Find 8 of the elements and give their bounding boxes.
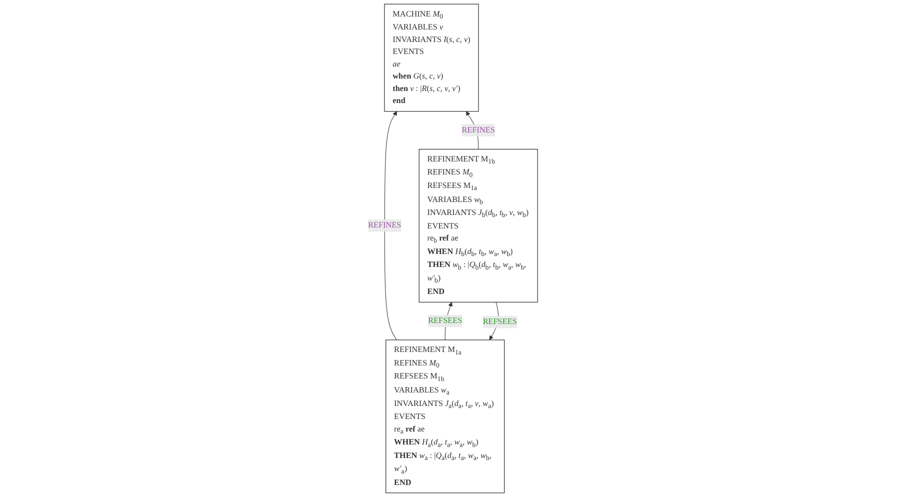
node-box: MACHINE M$_{0}$ VARIABLES v INVARIANTS I(s, c, v) EVENTS ae when G(s, c, v) then v : |R(s, c, v, v′) end [384,4,479,112]
edge-label: REFSEES [483,318,518,326]
node-box: REFINEMENT M$_{1a}$ REFINES M$_{0}$ REFSEES M$_{1b}$ VARIABLES w$_{a}$ INVARIANTS J$_{a}$(d$_{a}$, t$_{a}$, v, w$_{a}$) EVENTS re$_{a}$ ref ae WHEN H$_{a}$(d$_{a}$, t$_{a}$, w$_{a}$, w$_{b}$) THEN w$_{a}$ : |Q$_{a}$(d$_{a}$, t$_{a}$, w$_{a}$, w$_{b}$, w′$_{a}$) END [386,340,505,494]
arrow [384,111,398,340]
edge-label: REFSEES [428,316,462,326]
edge-label: REFINES [368,221,402,230]
node-box: REFINEMENT M$_{1b}$ REFINES M$_{0}$ REFSEES M$_{1a}$ VARIABLES w$_{b}$ INVARIANTS J$_{b}$(d$_{b}$, t$_{b}$, v, w$_{b}$) EVENTS re$_{b}$ ref ae WHEN H$_{b}$(d$_{b}$, t$_{b}$, w$_{a}$, w$_{b}$) THEN w$_{b}$ : |Q$_{b}$(d$_{b}$, t$_{b}$, w$_{a}$, w$_{b}$, w′$_{b}$) END [419,148,538,302]
edge-label: REFINES [462,126,496,134]
